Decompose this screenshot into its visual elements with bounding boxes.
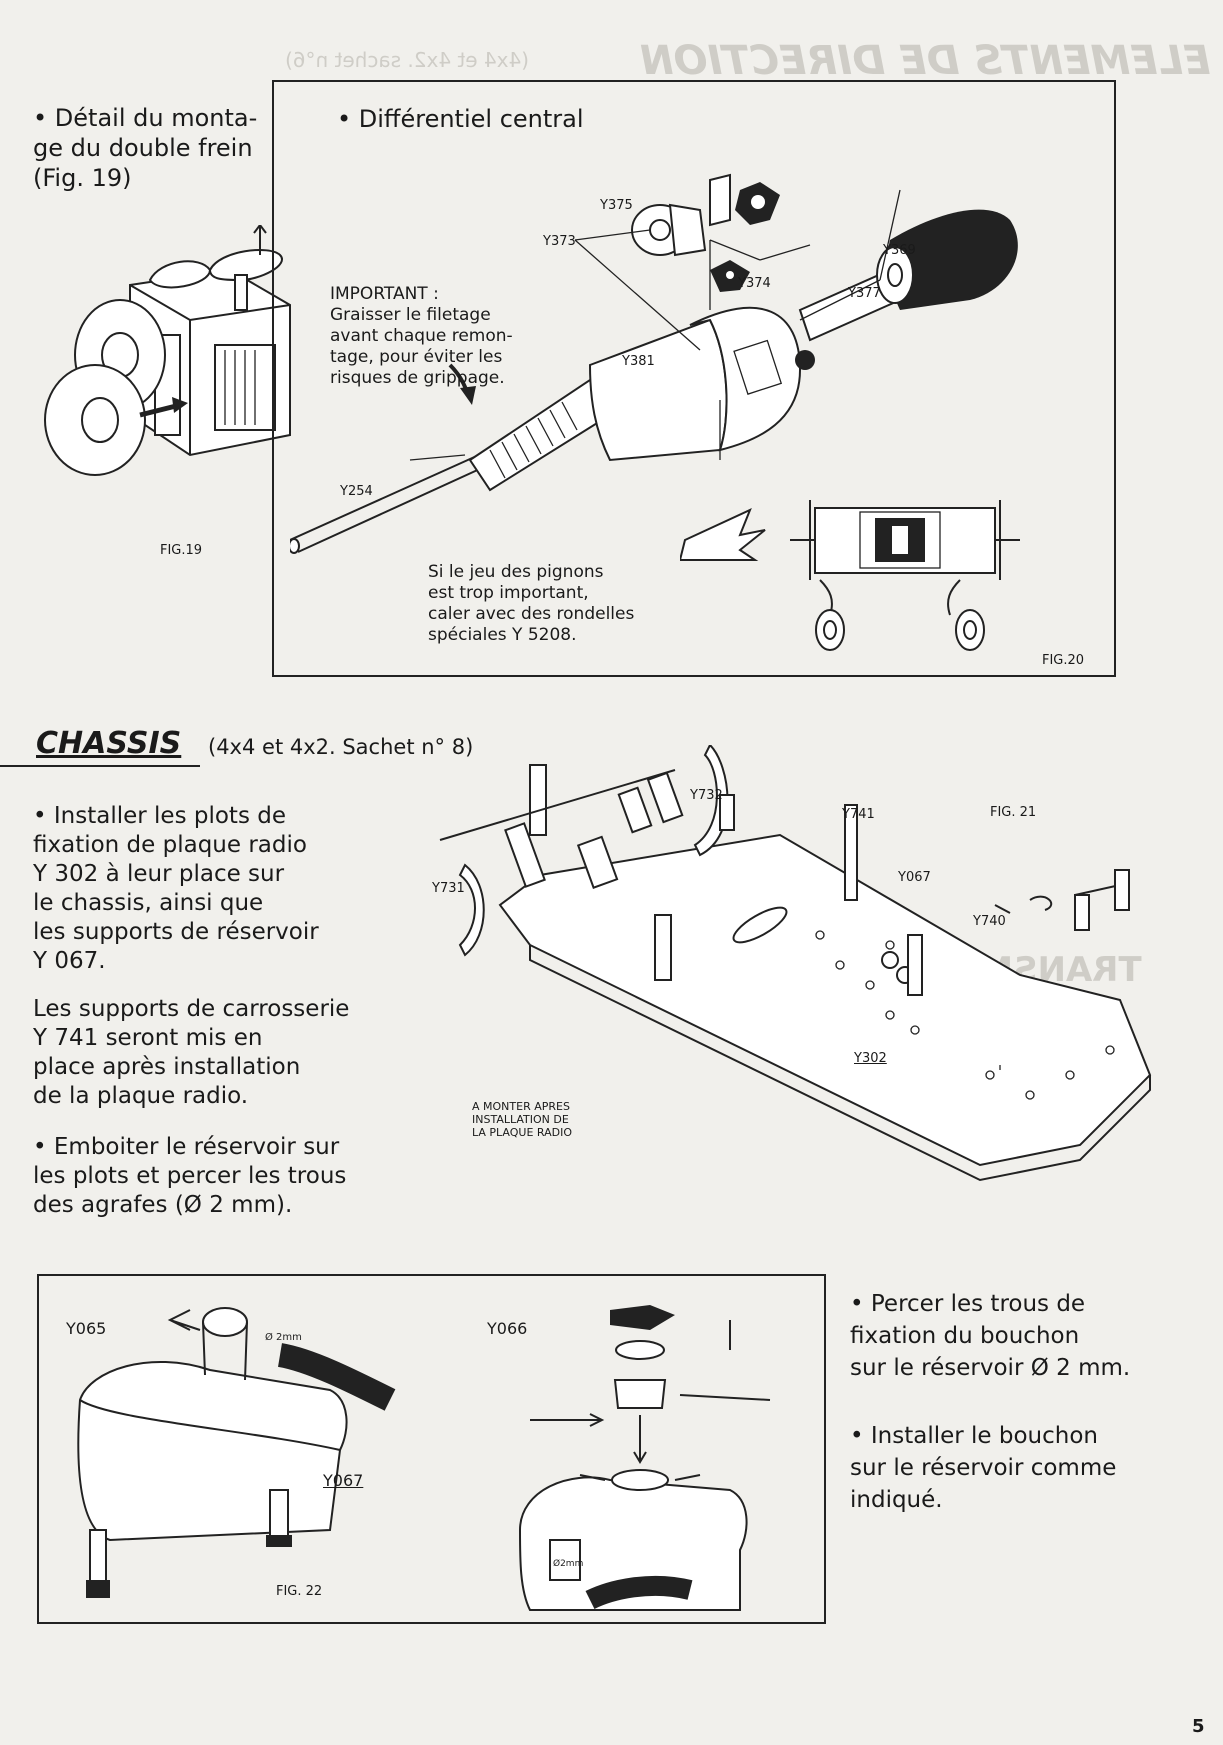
ghost-header: ELEMENTS DE DIRECTION bbox=[640, 38, 1211, 84]
part-label-y066: Y066 bbox=[487, 1319, 528, 1338]
part-label-y375: Y375 bbox=[600, 198, 633, 213]
brake-instruction: • Détail du monta- ge du double frein (F… bbox=[33, 104, 258, 192]
fig22-illustration: Ø 2mm Ø2mm bbox=[77, 1305, 771, 1611]
part-label-y732: Y732 bbox=[690, 788, 723, 803]
differential-panel bbox=[272, 80, 1116, 677]
fig22-caption: FIG. 22 bbox=[276, 1584, 323, 1599]
part-label-y741: Y741 bbox=[842, 807, 875, 822]
part-label-y065: Y065 bbox=[66, 1319, 107, 1338]
svg-text:Ø2mm: Ø2mm bbox=[553, 1558, 583, 1569]
tank-drill-instruction: • Percer les trous de fixation du boucho… bbox=[850, 1291, 1131, 1381]
fig21-illustration bbox=[439, 745, 1152, 1182]
chassis-step-plots: • Installer les plots de fixation de pla… bbox=[33, 803, 319, 974]
fig21-caption: FIG. 21 bbox=[990, 805, 1037, 820]
tank-cap-instruction: • Installer le bouchon sur le réservoir … bbox=[850, 1423, 1117, 1513]
differential-illustration bbox=[290, 173, 1018, 554]
chassis-rule bbox=[0, 765, 200, 767]
chassis-heading: CHASSIS bbox=[36, 726, 182, 761]
part-label-y377: Y377 bbox=[848, 286, 881, 301]
fig20-illustration bbox=[680, 500, 1020, 651]
part-label-y373: Y373 bbox=[543, 234, 576, 249]
chassis-step-supports: Les supports de carrosserie Y 741 seront… bbox=[33, 996, 350, 1109]
part-label-y740: Y740 bbox=[973, 914, 1006, 929]
fig19-illustration bbox=[44, 225, 291, 476]
svg-text:Ø 2mm: Ø 2mm bbox=[265, 1331, 302, 1343]
part-label-y067: Y067 bbox=[898, 870, 931, 885]
part-label-y731: Y731 bbox=[432, 881, 465, 896]
fig20-caption: FIG.20 bbox=[1042, 653, 1085, 668]
chassis-subheading: (4x4 et 4x2. Sachet n° 8) bbox=[208, 735, 474, 759]
differential-title: • Différentiel central bbox=[337, 105, 584, 133]
page-number: 5 bbox=[1192, 1716, 1205, 1737]
part-label-y374: Y374 bbox=[738, 276, 771, 291]
chassis-step-tank: • Emboiter le réservoir sur les plots et… bbox=[33, 1134, 347, 1218]
part-label-y381: Y381 bbox=[622, 354, 655, 369]
part-label-y254: Y254 bbox=[340, 484, 373, 499]
pinion-note: Si le jeu des pignons est trop important… bbox=[428, 562, 635, 645]
part-label-y302: Y302 bbox=[854, 1051, 887, 1066]
fig19-caption: FIG.19 bbox=[160, 543, 203, 558]
tank-panel bbox=[37, 1274, 826, 1624]
important-note: IMPORTANT : Graisser le filetage avant c… bbox=[330, 284, 513, 388]
mount-later-note: A MONTER APRES INSTALLATION DE LA PLAQUE… bbox=[472, 1100, 572, 1139]
part-label-y369: Y369 bbox=[883, 243, 916, 258]
ghost-header-sub: (4x4 et 4x2. sachet n°6) bbox=[285, 48, 530, 72]
part-label-y067-tank: Y067 bbox=[323, 1471, 364, 1490]
